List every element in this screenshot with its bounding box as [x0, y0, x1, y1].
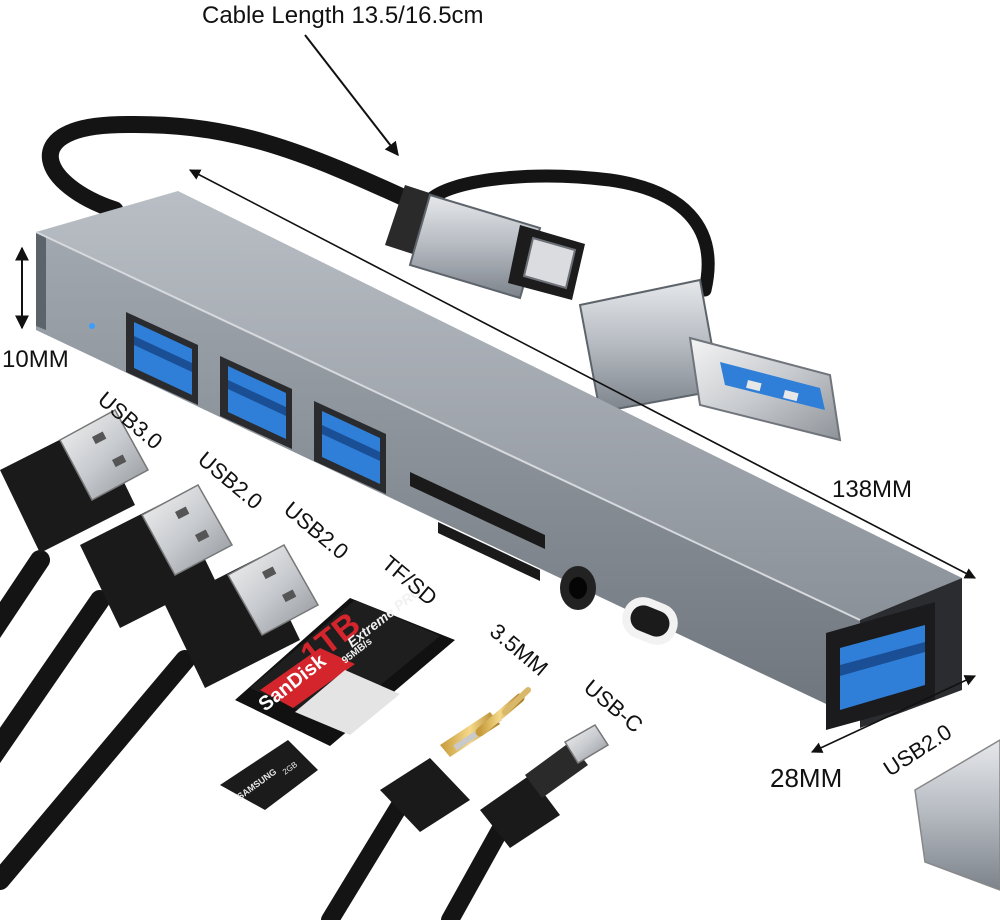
usb-c-port: [622, 597, 678, 645]
usb-c-cable: [441, 723, 610, 920]
usb-port-1: [126, 312, 198, 405]
cable-length-arrow: [304, 34, 399, 157]
width-label: 28MM: [770, 763, 843, 793]
audio-cable: [321, 687, 531, 920]
length-label: 138MM: [832, 476, 913, 503]
height-label: 10MM: [2, 346, 69, 373]
cable-length-label: Cable Length 13.5/16.5cm: [202, 2, 484, 29]
audio-jack: [560, 566, 596, 610]
sd-card: [235, 598, 455, 746]
usb-c-plug: [385, 185, 585, 300]
status-led: [89, 323, 95, 329]
length-arrow: [189, 169, 976, 579]
micro-sd-card: [220, 740, 318, 810]
partial-usb-plug: [914, 739, 1000, 891]
width-arrow: [810, 675, 977, 753]
usb-cable-1: [0, 408, 150, 639]
